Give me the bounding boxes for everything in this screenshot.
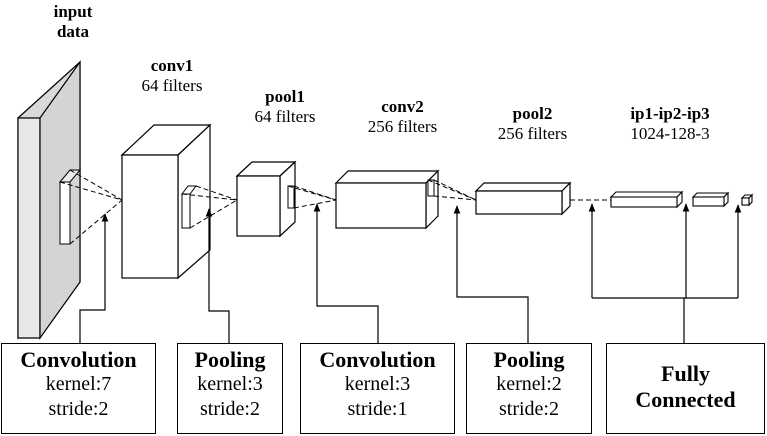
layer-detail: 256 filters [367, 116, 438, 136]
layer-label-fc: ip1-ip2-ip3 1024-128-3 [610, 104, 730, 143]
layer-detail: 256 filters [497, 123, 568, 143]
operation-stride: stride:2 [200, 398, 260, 421]
layer-label-pool2: pool2 256 filters [480, 104, 585, 143]
operation-title: Fully Connected [635, 361, 736, 413]
connector-lines [79, 203, 742, 343]
layer-label-pool1: pool1 64 filters [235, 87, 335, 126]
conv1-block [120, 123, 212, 280]
layer-label-conv2: conv2 256 filters [350, 97, 455, 136]
layer-detail: 64 filters [254, 106, 316, 126]
layer-name: pool2 [512, 104, 553, 123]
layer-name: input data [53, 2, 93, 41]
operation-stride: stride:2 [48, 398, 109, 421]
pool1-block [235, 160, 297, 238]
ip1-bar [609, 190, 684, 209]
operation-title: Pooling [194, 347, 266, 372]
layer-name: ip1-ip2-ip3 [630, 104, 710, 123]
layer-name: conv1 [150, 56, 194, 75]
operation-title: Convolution [20, 347, 137, 372]
layer-label-input: input data [38, 2, 108, 41]
operation-kernel: kernel:3 [197, 373, 263, 396]
operation-stride: stride:2 [499, 398, 559, 421]
operation-box-fc: Fully Connected [606, 343, 765, 434]
operation-kernel: kernel:2 [496, 373, 562, 396]
operation-kernel: kernel:7 [45, 373, 112, 396]
operation-box-conv2: Convolution kernel:3 stride:1 [300, 343, 455, 434]
operation-title: Convolution [319, 347, 436, 372]
operation-box-pool1: Pooling kernel:3 stride:2 [177, 343, 283, 434]
input-data-slab [17, 60, 82, 340]
operation-title: Pooling [493, 347, 565, 372]
layer-name: pool1 [265, 87, 305, 106]
projection-lines [59, 169, 611, 245]
pool2-block [474, 181, 572, 216]
ip2-bar [691, 191, 730, 208]
layer-detail: 64 filters [141, 75, 203, 95]
layer-name: conv2 [381, 97, 424, 116]
ip3-bar [740, 193, 754, 207]
operation-kernel: kernel:3 [344, 373, 411, 396]
operation-stride: stride:1 [347, 398, 408, 421]
operation-box-pool2: Pooling kernel:2 stride:2 [466, 343, 592, 434]
layer-label-conv1: conv1 64 filters [122, 56, 222, 95]
layer-detail: 1024-128-3 [630, 123, 710, 143]
conv2-block [334, 169, 440, 230]
operation-box-conv1: Convolution kernel:7 stride:2 [1, 343, 156, 434]
